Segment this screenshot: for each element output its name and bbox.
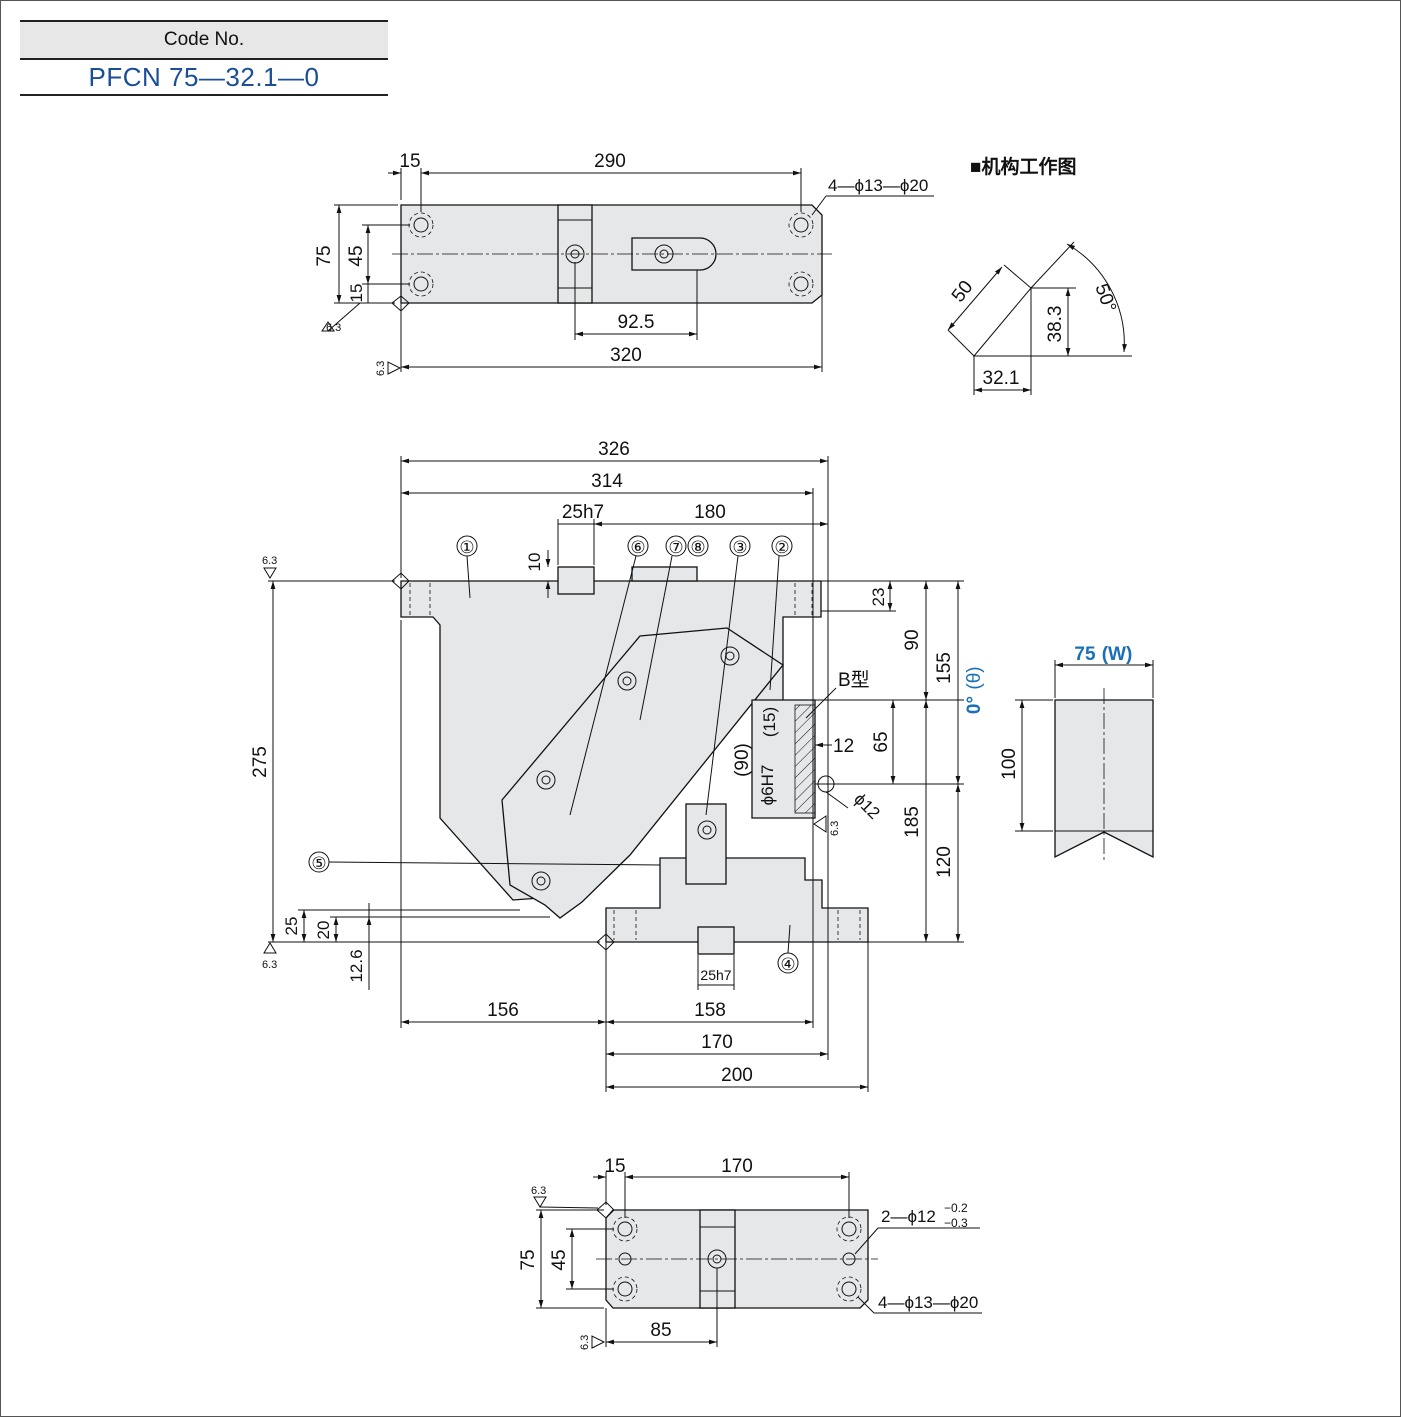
bottom-view: 15 170 75 45 85 2—ϕ12 −0.2 −0.3 4—ϕ13—ϕ2… <box>518 1156 982 1350</box>
svg-text:6.3: 6.3 <box>326 322 341 334</box>
part-callouts: ① ② ③ ④ ⑤ ⑥ ⑦ ⑧ <box>308 535 799 974</box>
dim-text: 185 <box>902 806 923 838</box>
svg-text:③: ③ <box>732 538 747 557</box>
dim-text: 200 <box>721 1065 753 1086</box>
svg-text:⑧: ⑧ <box>690 538 705 557</box>
roughness-icon: 6.3 6.3 <box>321 295 410 376</box>
key-25h7 <box>557 566 595 595</box>
dim-text: 45 <box>549 1249 570 1270</box>
svg-text:6.3: 6.3 <box>375 361 387 376</box>
code-value: PFCN 75—32.1—0 <box>20 60 388 96</box>
dim-text: 275 <box>250 746 271 778</box>
dim-text: 326 <box>598 439 630 460</box>
dim-text: 38.3 <box>1045 306 1066 343</box>
dim-text: 23 <box>869 588 888 607</box>
dim-text: 10 <box>525 553 544 572</box>
dim-text: 15 <box>604 1156 625 1177</box>
side-view: 75 (W) 100 <box>999 644 1154 862</box>
holes-note: 4—ϕ13—ϕ20 <box>828 176 928 195</box>
dim-text: 170 <box>721 1156 753 1177</box>
holes-note-b: 4—ϕ13—ϕ20 <box>878 1293 978 1312</box>
lower-base <box>605 857 869 943</box>
dim-text: (15) <box>760 707 779 737</box>
dim-text: 100 <box>999 748 1020 780</box>
svg-text:6.3: 6.3 <box>579 1335 591 1350</box>
code-number-block: Code No. PFCN 75—32.1—0 <box>20 20 388 96</box>
top-bar <box>631 566 698 582</box>
clamp-block <box>685 803 727 885</box>
dim-text: 75 <box>518 1249 539 1270</box>
key-25h7-bottom <box>697 926 735 955</box>
dim-text: 32.1 <box>983 368 1020 389</box>
holes-note-a: 2—ϕ12 <box>881 1207 936 1226</box>
mechanism-title: ■机构工作图 <box>970 155 1076 178</box>
dim-text: 20 <box>314 921 333 940</box>
angle-theta: (θ) <box>964 666 985 689</box>
side-width-sym: (W) <box>1102 644 1133 665</box>
dim-text: 85 <box>650 1320 671 1341</box>
dim-text: ϕ12 <box>850 789 884 823</box>
top-view: 15 290 75 45 15 92.5 320 4—ϕ13—ϕ20 6.3 6… <box>314 151 934 376</box>
b-type-label: B型 <box>838 669 870 691</box>
dim-text: 65 <box>871 731 892 752</box>
dim-text: 158 <box>694 1000 726 1021</box>
svg-text:6.3: 6.3 <box>829 821 841 836</box>
dim-text: 25 <box>282 917 301 936</box>
svg-text:6.3: 6.3 <box>531 1185 546 1197</box>
dim-text: 25h7 <box>700 967 731 983</box>
svg-text:⑥: ⑥ <box>630 538 645 557</box>
svg-text:⑤: ⑤ <box>311 854 326 873</box>
code-label: Code No. <box>20 20 388 60</box>
dim-text: 180 <box>694 502 726 523</box>
dim-text: 15 <box>399 151 420 172</box>
dim-text: 45 <box>346 245 367 266</box>
roughness-icon: 6.3 6.3 6.3 <box>262 555 841 971</box>
roughness-icon: 6.3 6.3 <box>531 1185 615 1350</box>
svg-text:②: ② <box>774 538 789 557</box>
dim-text: 75 <box>314 245 335 266</box>
dim-text: 15 <box>347 284 366 303</box>
tol-upper: −0.2 <box>944 1201 968 1215</box>
dim-text: 90 <box>902 629 923 650</box>
dim-text: 12.6 <box>347 949 366 982</box>
dim-text: (90) <box>732 743 753 777</box>
dim-text: 25h7 <box>562 502 604 523</box>
svg-text:6.3: 6.3 <box>262 555 277 567</box>
dim-text: 155 <box>934 652 955 684</box>
dim-text: 12 <box>833 736 854 757</box>
bolt-icon <box>654 244 674 264</box>
svg-text:④: ④ <box>780 955 795 974</box>
dim-text: 170 <box>701 1032 733 1053</box>
dim-text: 320 <box>610 345 642 366</box>
dim-text: 50° <box>1090 281 1120 315</box>
slide-plate <box>501 627 784 919</box>
dim-text: 156 <box>487 1000 519 1021</box>
svg-text:6.3: 6.3 <box>262 959 277 971</box>
dim-text: 314 <box>591 471 623 492</box>
svg-text:①: ① <box>459 538 474 557</box>
front-view: ① ② ③ ④ ⑤ ⑥ ⑦ ⑧ 326 314 25h7 180 1 <box>250 439 985 1092</box>
tol-lower: −0.3 <box>944 1216 968 1230</box>
dim-text: 92.5 <box>618 312 655 333</box>
dim-text: ϕ6H7 <box>758 765 777 806</box>
dim-text: 50 <box>948 277 978 307</box>
angle-label: 0° <box>964 696 985 714</box>
bolt-icon <box>531 646 740 891</box>
svg-text:⑦: ⑦ <box>668 538 683 557</box>
mechanism-diagram: ■机构工作图 50 38.3 32.1 50° <box>947 155 1132 395</box>
dim-text: 290 <box>594 151 626 172</box>
side-width: 75 <box>1074 644 1096 665</box>
dim-text: 120 <box>934 846 955 878</box>
